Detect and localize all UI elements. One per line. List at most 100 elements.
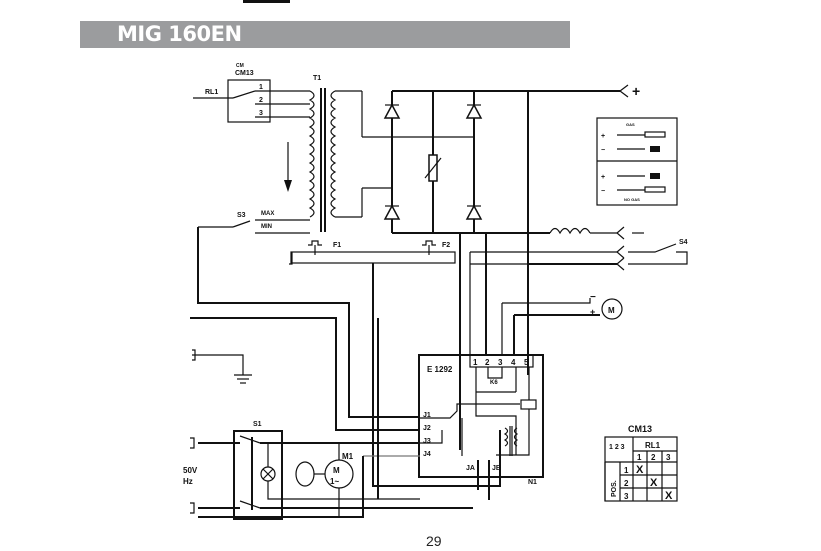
page-title: MIG 160EN (117, 22, 242, 46)
wire-segment (232, 220, 251, 228)
t1-label: T1 (313, 75, 321, 82)
diagram-label: 1 (259, 84, 263, 91)
diagram-label: 1~ (330, 477, 339, 486)
diagram-label: + (601, 174, 605, 181)
diagram-label: 3 (666, 453, 671, 462)
no-gas-label: NO GAS (624, 197, 640, 202)
plus-terminal: + (632, 83, 640, 99)
wire-segment (232, 90, 256, 99)
wire-segment (383, 103, 401, 119)
e1292-label: E 1292 (427, 365, 453, 374)
diagram-label: 1 (473, 358, 478, 367)
wire-segment (619, 84, 629, 98)
wires: S4 − + M (190, 227, 688, 487)
wire-segment (192, 354, 244, 375)
inductor (528, 226, 644, 240)
wire-segment (475, 367, 517, 455)
wire-segment (644, 186, 666, 193)
top-rule (243, 0, 290, 3)
s3-label: S3 (237, 212, 246, 219)
wire-segment (422, 240, 436, 255)
pos-label: POS. (611, 480, 618, 497)
cm13-table-title: CM13 (628, 424, 652, 434)
wire-segment (628, 251, 688, 265)
wire-segment (383, 204, 401, 220)
diagram-label: 2 (259, 97, 263, 104)
wire-segment (465, 103, 483, 119)
wire-segment (267, 481, 420, 500)
freq-label: Hz (183, 477, 193, 486)
wire-segment (330, 90, 337, 218)
cm13-label: CM13 (235, 70, 254, 77)
diagram-label: M (608, 306, 615, 315)
diagram-label: X (636, 464, 644, 476)
diagram-label: 4 (511, 358, 516, 367)
fuses: F1 F2 (289, 240, 456, 265)
wire-segment (465, 204, 483, 220)
diagram-label: X (665, 490, 673, 502)
s1-label: S1 (253, 421, 262, 428)
wire-segment (308, 90, 315, 218)
wire-segment (616, 226, 625, 240)
diagram-label: − (601, 188, 605, 195)
transformer-t1: T1 S3 MAX MIN (198, 75, 474, 234)
terminal-icon (192, 349, 196, 361)
wire-segment (502, 298, 591, 304)
wire-segment (487, 367, 503, 379)
diagram-label: M (333, 466, 340, 475)
wire-segment (239, 435, 261, 444)
dial-label: 1 2 3 (609, 444, 625, 451)
wire-segment (190, 502, 195, 514)
wire-segment (616, 245, 625, 259)
wire-segment (496, 409, 530, 456)
rl1-label: RL1 (205, 89, 218, 96)
diagram-label: + (601, 133, 605, 140)
diagram-label: 2 (651, 453, 656, 462)
diagram-label: 3 (259, 110, 263, 117)
wire-segment (262, 468, 274, 480)
wire-segment (227, 79, 271, 123)
diagram-label: X (650, 477, 658, 489)
diagram-label: 2 (624, 479, 629, 488)
wire-segment (198, 456, 364, 518)
wire-segment (424, 157, 442, 179)
mains-switch-s1: S1 50V Hz M 1~ M1 (183, 318, 473, 520)
j2-label: J2 (423, 425, 431, 432)
j4-label: J4 (423, 451, 431, 458)
diagram-label: − (601, 147, 605, 154)
f2-label: F2 (442, 242, 450, 249)
cm13-switch: CM CM13 RL1 1 2 3 (193, 63, 310, 123)
wire-segment (644, 131, 666, 138)
motor-plus: + (590, 307, 595, 317)
polarity-box: GAS NO GAS + − + − (596, 117, 678, 206)
rectifier-bridge: + (383, 83, 640, 375)
control-board-e1292: E 1292 1 2 3 4 5 K6 J1 J2 J3 J4 JA JB N1 (418, 354, 544, 500)
min-label: MIN (261, 224, 272, 230)
ja-label: JA (466, 465, 475, 472)
diagram-label: 5 (524, 358, 529, 367)
n1-label: N1 (528, 479, 537, 486)
wire-segment (420, 430, 443, 444)
k6-label: K6 (490, 380, 498, 386)
diagram-label: 3 (624, 492, 629, 501)
wire-segment (503, 426, 519, 456)
fan-icon (295, 461, 315, 487)
wire-segment (233, 430, 283, 520)
wire-segment (628, 243, 677, 253)
m1-label: M1 (342, 452, 354, 461)
arrow-down-icon (284, 180, 292, 192)
gas-label: GAS (626, 122, 635, 127)
wire-feed-motor-icon (601, 298, 623, 320)
title-bar (80, 21, 570, 48)
j3-label: J3 (423, 438, 431, 445)
cm13-table: CM13 RL1 1 2 3 1 2 3 POS. 1 2 3 X X X (604, 424, 678, 502)
rl1-header: RL1 (645, 441, 661, 450)
wire-segment (616, 257, 625, 271)
s4-label: S4 (679, 239, 688, 246)
cm13-small-label: CM (236, 63, 244, 69)
mains-terminal-icon (190, 437, 195, 449)
diagram-label: 3 (498, 358, 503, 367)
max-label: MAX (261, 211, 274, 217)
relay-coil-icon (520, 399, 537, 410)
